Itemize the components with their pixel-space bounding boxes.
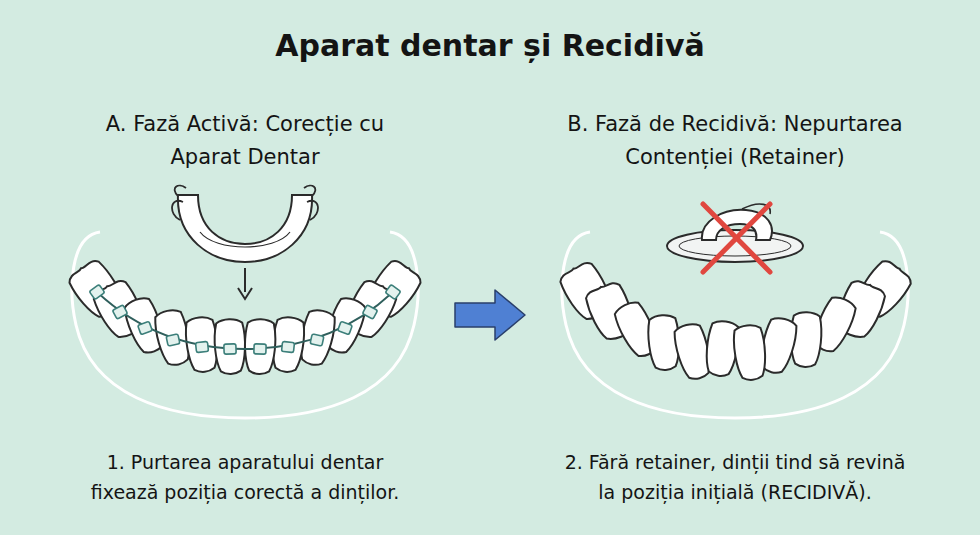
diagram-title: Aparat dentar și Recidivă: [0, 26, 980, 66]
braced-teeth: [65, 257, 424, 375]
block-arrow: [455, 290, 525, 340]
panel-heading: A. Fază Activă: Corecție cu Aparat Denta…: [70, 108, 420, 174]
relapsed-teeth: [557, 257, 915, 382]
panel-caption: 1. Purtarea aparatului dentar fixează po…: [80, 447, 410, 507]
panel-heading: B. Fază de Recidivă: Nepurtarea Contenți…: [560, 108, 910, 174]
panel-caption: 2. Fără retainer, dinții tind să revină …: [558, 447, 913, 507]
down-arrow: [238, 268, 252, 299]
panel-node: A. Fază Activă: Corecție cu Aparat Denta…: [35, 105, 455, 515]
cross-mark: [703, 204, 770, 272]
panel-node: B. Fază de Recidivă: Nepurtarea Contenți…: [525, 105, 945, 515]
retainer-illustration: [172, 186, 318, 262]
